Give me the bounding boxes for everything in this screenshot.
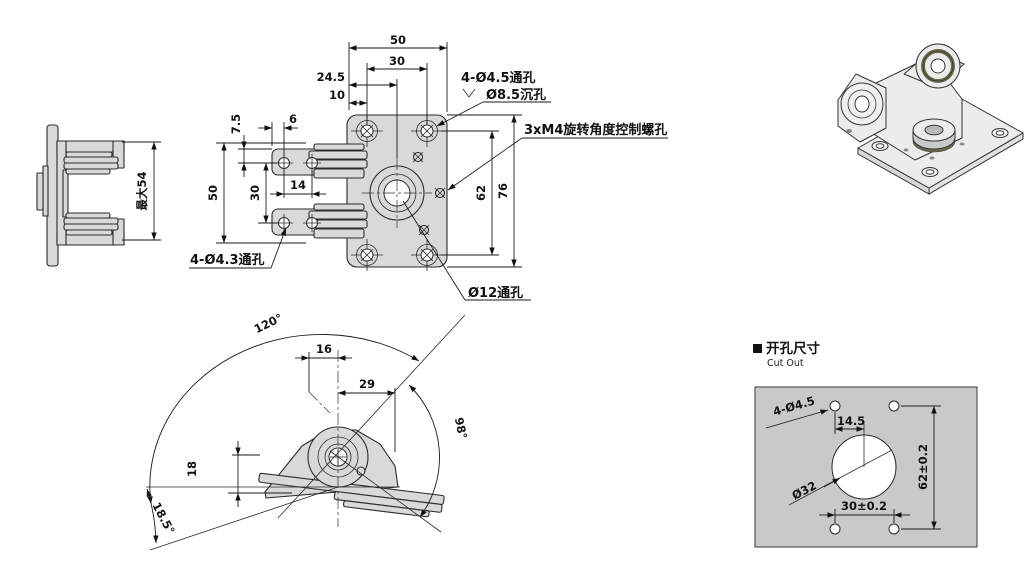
front-washer-stack-top	[308, 143, 368, 179]
arc-120	[147, 334, 420, 505]
dim-76: 76	[447, 114, 522, 268]
dim-14-text: 14	[290, 178, 306, 192]
angle-120-text: 120°	[252, 311, 285, 337]
cutout-title: 开孔尺寸	[766, 340, 820, 357]
label-counterbore-text: Ø8.5沉孔	[486, 87, 546, 103]
dim-10: 10	[329, 88, 367, 106]
center-boss	[362, 158, 432, 228]
iso-view	[837, 43, 1024, 195]
cutout-subtitle: Cut Out	[767, 358, 804, 369]
arc-18-5	[146, 488, 159, 544]
dim-width-50: 50	[348, 33, 448, 112]
dim-30-text: 30	[389, 54, 405, 68]
dim-62: 62	[441, 130, 499, 256]
label-arm-holes-text: 4-Ø4.3通孔	[190, 252, 265, 268]
dim-7-5-text: 7.5	[229, 114, 243, 134]
cutout-hole-bottom-left	[829, 523, 841, 535]
dim-14: 14	[270, 170, 326, 198]
dim-76-text: 76	[496, 183, 510, 199]
dim-10-text: 10	[329, 88, 345, 102]
side-boss	[36, 172, 44, 211]
cutout-hole-bottom-right	[888, 523, 900, 535]
side-washer-stack-top	[63, 151, 119, 175]
dim-arm-30: 30	[248, 162, 278, 224]
dim-24-5-text: 24.5	[317, 70, 345, 84]
dim-7-5: 7.5	[229, 114, 276, 177]
section-marker-icon	[753, 344, 762, 353]
m4-hole-3	[418, 224, 430, 236]
dim-arm-50-text: 50	[206, 185, 220, 201]
label-center-hole-text: Ø12通孔	[468, 285, 523, 301]
countersink-symbol-icon	[462, 88, 476, 98]
m4-hole-1	[412, 151, 424, 163]
dim-arm-30-text: 30	[248, 185, 262, 201]
arm-hole-4	[303, 214, 321, 232]
side-view: 最大54	[36, 124, 161, 267]
dim-cutout-14-5: 14.5	[834, 412, 865, 467]
dim-62-tol-text: 62±0.2	[916, 444, 930, 490]
label-corner-holes: 4-Ø4.5通孔 Ø8.5沉孔	[436, 70, 551, 127]
counterbore-hole-bottom-left	[351, 239, 383, 271]
cutout-hole-top-left	[829, 400, 841, 412]
dim-cutout-62: 62±0.2	[901, 405, 941, 530]
label-m4-text: 3xM4旋转角度控制螺孔	[524, 122, 667, 138]
dim-arm-50: 50	[206, 142, 306, 244]
down-angle-line	[149, 486, 339, 551]
dim-max-height-text: 最大54	[135, 171, 149, 210]
rotation-view: 120° 98° 18.5° 16 29 18	[146, 311, 470, 551]
label-corner-holes-text: 4-Ø4.5通孔	[461, 70, 536, 86]
iso-right-hub	[915, 43, 961, 89]
side-washer-stack-bottom	[63, 212, 119, 236]
cutout-hole-top-right	[888, 400, 900, 412]
side-mount-plate	[46, 124, 59, 267]
dim-16: 16	[295, 342, 352, 414]
dim-hole-spacing-30: 30	[366, 54, 428, 124]
angle-98-text: 98°	[452, 416, 470, 440]
dim-62-text: 62	[474, 185, 488, 201]
m4-hole-2	[434, 187, 446, 199]
front-view: 50 30 24.5 10 7.5	[189, 33, 668, 301]
cutout-view: 开孔尺寸 Cut Out Ø32 4-Ø4.5 14.5 62±0.2	[753, 340, 978, 548]
dim-width-50-text: 50	[390, 33, 406, 47]
dim-29-text: 29	[359, 377, 375, 391]
dim-6-text: 6	[289, 112, 297, 126]
dim-16-text: 16	[316, 342, 332, 356]
dim-max-height: 最大54	[122, 141, 161, 241]
dim-18: 18	[185, 441, 292, 507]
arm-hole-2	[303, 154, 321, 172]
dim-24-5: 24.5	[317, 70, 398, 158]
label-m4-holes: 3xM4旋转角度控制螺孔	[447, 122, 668, 191]
counterbore-hole-bottom-right	[411, 239, 443, 271]
arc-98	[408, 384, 440, 518]
iso-left-arm	[837, 73, 887, 143]
dim-30-tol-text: 30±0.2	[841, 499, 887, 513]
dim-29: 29	[338, 377, 396, 452]
dim-18-text: 18	[185, 461, 199, 477]
dim-14-5-text: 14.5	[837, 414, 865, 428]
label-arm-holes: 4-Ø4.3通孔	[189, 227, 287, 269]
label-center-hole: Ø12通孔	[402, 200, 531, 301]
counterbore-hole-top-left	[351, 115, 383, 147]
iso-small-holes	[903, 142, 965, 160]
dim-cutout-30: 30±0.2	[819, 499, 910, 523]
iso-center-boss	[912, 118, 956, 153]
side-boss-step	[42, 165, 49, 217]
front-washer-stack-bottom	[308, 203, 368, 239]
dim-6: 6	[258, 112, 298, 156]
